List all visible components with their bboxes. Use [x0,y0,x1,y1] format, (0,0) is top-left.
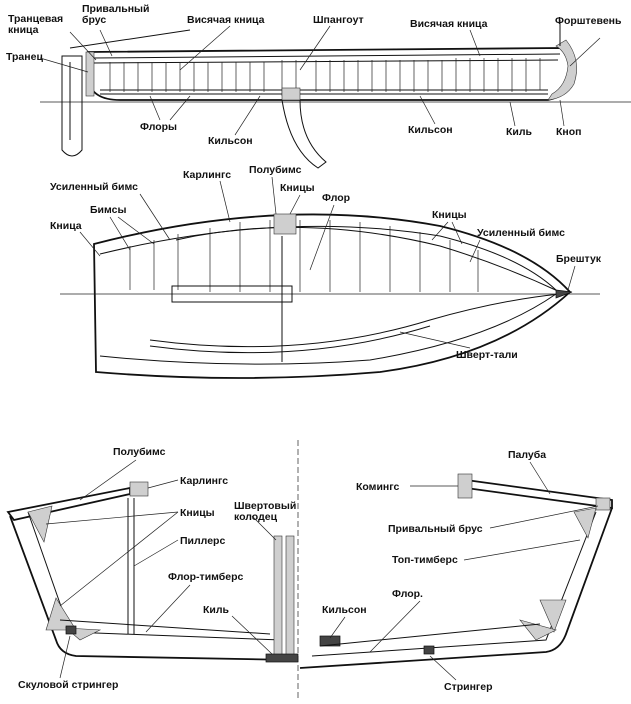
label-keel: Киль [506,126,533,138]
section-leader-lines [45,459,599,681]
label-plan-reinforced-beam-right: Усиленный бимс [477,227,565,239]
side-transom [85,51,95,97]
label-plan-floor: Флор [322,192,350,204]
label-section-carlin: Карлингс [180,475,228,487]
plan-leader-lines [79,176,576,349]
label-section-pillars: Пиллерс [180,535,225,547]
label-section-stringer: Стрингер [444,681,493,693]
label-section-floor-timbers: Флор-тимберс [168,571,244,583]
label-plan-centerboard-tackle: Шверт-тали [456,349,518,361]
section-right-hull [299,507,613,669]
plan-labels: Полубимс Карлингс Усиленный бимс Кницы Ф… [50,164,602,361]
label-hanging-knee-right: Висячая кница [410,18,488,30]
label-knop: Кноп [556,126,582,138]
label-floors: Флоры [140,121,177,133]
plan-frames [129,220,479,292]
label-section-keel: Киль [203,604,230,616]
label-section-half-beam: Полубимс [113,446,166,458]
plan-centerboard-well [171,285,293,303]
section-centerboard-well [273,535,283,661]
label-section-bilge-stringer: Скуловой стрингер [18,679,118,691]
label-section-coaming: Комингс [356,481,399,493]
label-plan-breasthook: Брештук [556,253,602,265]
label-section-deck: Палуба [508,449,546,461]
side-rudder [61,55,83,157]
section-left-hull [9,515,295,661]
label-plan-knees-right: Кницы [432,209,467,221]
side-view [40,20,631,169]
side-leader-lines [39,25,601,136]
label-section-knees: Кницы [180,507,215,519]
label-frame: Шпангоут [313,14,364,26]
side-frames [109,58,541,96]
label-section-floor: Флор. [392,588,423,600]
label-hanging-knee-left: Висячая кница [187,14,265,26]
label-transom: Транец [6,51,43,63]
label-plan-carlin: Карлингс [183,169,231,181]
label-section-keelson: Кильсон [322,604,367,616]
plan-breasthook [555,289,573,299]
label-plan-reinforced-beam-left: Усиленный бимс [50,181,138,193]
side-stem [547,39,577,101]
label-plan-knees-top: Кницы [280,182,315,194]
label-plan-beams: Бимсы [90,204,126,216]
label-stem: Форштевень [555,15,622,27]
label-keelson-left: Кильсон [208,135,253,147]
label-keelson-right: Кильсон [408,124,453,136]
label-section-gunwale: Привальный брус [388,523,483,535]
section-labels: Полубимс Карлингс Кницы Пиллерс Швертовы… [18,446,546,693]
label-section-top-timbers: Топ-тимберс [392,554,458,566]
label-plan-half-beam: Полубимс [249,164,302,176]
plan-view [60,213,600,379]
label-plan-knee-left: Кница [50,220,82,232]
side-centerboard [281,99,327,169]
section-view [6,440,613,700]
